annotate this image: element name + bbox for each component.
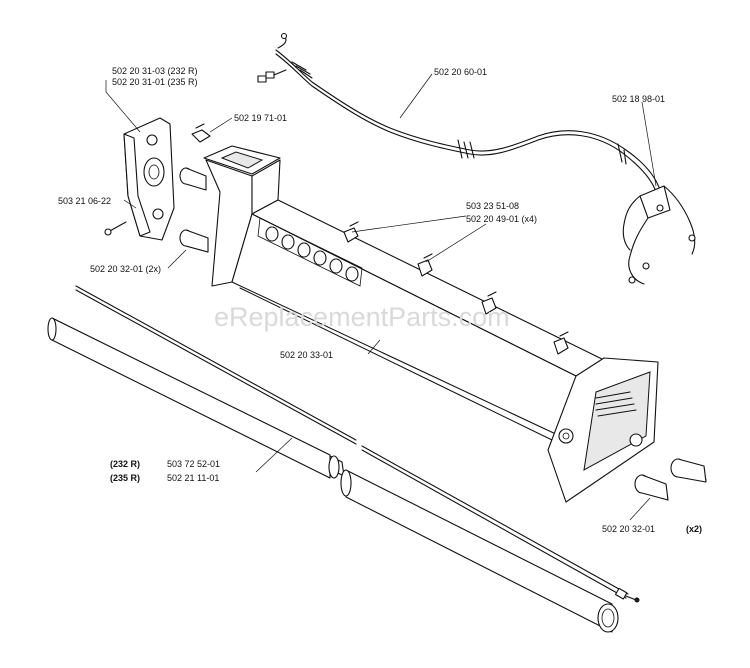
watermark: eReplacementParts.com [214,302,510,332]
label-cap-right-qty: (x2) [686,524,703,534]
label-screw: 503 21 06-22 [58,196,112,206]
cap-left-lower [179,229,209,253]
cable-clip-4 [553,331,569,355]
label-tube-235: 502 21 11-01 [167,473,220,483]
label-model-232: (232 R) [110,459,141,469]
cap-left-upper [179,167,207,191]
leader-lines [105,73,657,521]
switch-assembly [622,185,696,285]
cap-right-lower [634,474,669,501]
label-model-235: (235 R) [110,473,141,483]
drive-tube [47,317,619,633]
main-frame [203,145,659,503]
label-frame: 502 20 33-01 [280,350,334,360]
clip-top [191,123,211,143]
label-switch: 502 18 98-01 [612,94,666,104]
label-handle-235: 502 20 31-01 (235 R) [112,77,198,87]
screw-part [104,221,127,236]
cable-clip-2 [417,253,433,277]
cable-clip-3 [481,291,497,315]
label-handle-232: 502 20 31-03 (232 R) [112,66,198,76]
inner-drive-shaft [75,285,640,603]
label-cap-right: 502 20 32-01 [602,524,656,534]
throttle-cable [257,32,661,193]
label-clip-top: 502 19 71-01 [234,113,288,123]
handle-part [123,117,175,241]
label-clip-part: 503 23 51-08 [466,201,520,211]
label-clip-x4: 502 20 49-01 (x4) [466,214,538,224]
label-tube-232: 503 72 52-01 [167,459,221,469]
label-cable: 502 20 60-01 [434,67,488,77]
cap-right-upper [670,458,707,483]
label-cap-left: 502 20 32-01 (2x) [90,264,162,274]
